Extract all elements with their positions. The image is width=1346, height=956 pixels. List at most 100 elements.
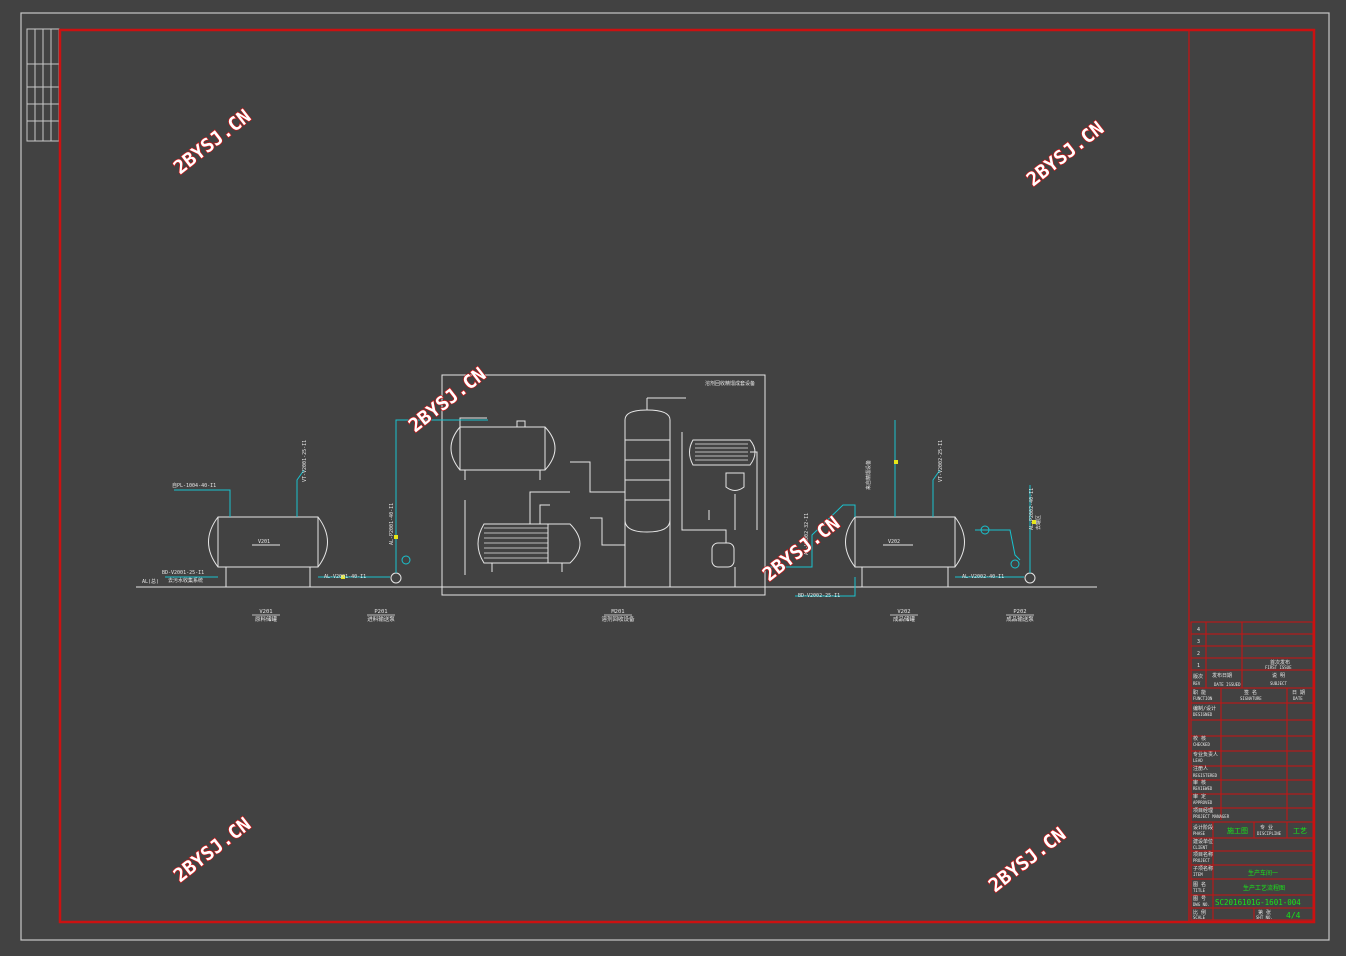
tag-v201: V201 [259, 609, 272, 615]
rev-row: 4 [1197, 627, 1200, 633]
equipment-tags: V201 原料储罐 P201 进料输送泵 M201 溶剂回收设备 V202 成品… [252, 609, 1034, 623]
function-en: FUNCTION [1193, 696, 1213, 701]
sheet-border [20, 12, 1330, 941]
left-drain-note: 去污水收集系统 [168, 577, 203, 584]
name-m201: 溶剂回收设备 [601, 615, 635, 623]
role-en: APPROVED [1193, 800, 1213, 805]
tank-right-inner-tag: V202 [888, 539, 900, 545]
right-side-label: 去罐区 [1035, 515, 1042, 530]
pump-p202 [1024, 572, 1036, 584]
dwg-cn: 图 号 [1193, 896, 1206, 902]
day-en: DATE [1293, 696, 1303, 701]
tank-v201 [208, 516, 328, 587]
left-vent-label: VT-V2001-25-I1 [302, 440, 308, 482]
skid-m201 [441, 374, 766, 596]
role-cn: 编制/设计 [1193, 705, 1216, 712]
left-outlet-label: AL-V2001-40-I1 [324, 574, 366, 580]
instruments [401, 525, 1020, 569]
role-cn: 审 核 [1193, 779, 1206, 786]
right-outlet-label: AL-V2002-40-I1 [962, 574, 1004, 580]
title-value: 生产工艺流程图 [1243, 884, 1285, 892]
name-p202: 成品输送泵 [1006, 615, 1034, 623]
name-v201: 原料储罐 [255, 615, 278, 623]
watermark: 2BYSJ.CN [1023, 117, 1109, 191]
date-en: DATE ISSUED [1214, 682, 1241, 687]
drawing-frame [58, 28, 1316, 924]
role-cn: 注册人 [1193, 765, 1208, 772]
discipline-cn: 专 业 [1260, 824, 1273, 831]
function-cn: 职 能 [1193, 689, 1206, 696]
instrument-flags [341, 460, 1036, 579]
name-v202: 成品储罐 [893, 615, 916, 623]
role-en: REGISTERED [1193, 773, 1218, 778]
left-side-label: AL(总) [142, 578, 159, 585]
project-en: PROJECT [1193, 858, 1210, 863]
title-block: 4 3 2 1 首次发布 FIRST ISSUE 版次 REV 发布日期 DAT… [1190, 621, 1314, 921]
signature-en: SIGNATURE [1240, 696, 1262, 701]
left-inlet-label: 自PL-1004-40-I1 [172, 482, 216, 489]
item-value: 生产车间一 [1248, 869, 1278, 877]
client-en: CLIENT [1193, 845, 1208, 850]
watermark: 2BYSJ.CN [170, 105, 256, 179]
item-en: ITEM [1193, 872, 1203, 877]
piping [165, 419, 1031, 597]
watermark: 2BYSJ.CN [405, 363, 491, 437]
rev-en: REV [1193, 681, 1201, 686]
project-cn: 项目名称 [1193, 851, 1213, 858]
discipline-en: DISCIPLINE [1257, 831, 1282, 836]
role-en: LEAD [1193, 758, 1203, 763]
corner-grid [26, 28, 60, 142]
role-en: PROJECT MANAGER [1193, 814, 1230, 819]
rev-row: 2 [1197, 651, 1200, 657]
tank-left-inner-tag: V201 [258, 539, 270, 545]
role-cn: 审 定 [1193, 793, 1206, 800]
item-cn: 子项名称 [1193, 865, 1213, 872]
discipline-value: 工艺 [1293, 827, 1307, 835]
tag-v202: V202 [897, 609, 910, 615]
sheet-value: 4/4 [1286, 911, 1301, 920]
tag-p202: P202 [1013, 609, 1026, 615]
skid-column [624, 409, 671, 533]
subject-cn: 说 明 [1272, 672, 1285, 679]
skid-vessel-upper [450, 426, 556, 471]
rev-row: 3 [1197, 639, 1200, 645]
right-drain-label: BD-V2002-25-I1 [798, 593, 840, 599]
tank-v202 [845, 516, 965, 587]
watermarks: 2BYSJ.CN 2BYSJ.CN 2BYSJ.CN 2BYSJ.CN 2BYS… [169, 105, 1109, 898]
right-inlet-label: AL-V2002-32-I1 [804, 513, 810, 555]
right-feed-label: AL-P2002-40-I1 [1029, 488, 1035, 530]
date-cn: 发布日期 [1212, 672, 1232, 679]
role-cn: 专业负责人 [1193, 751, 1218, 758]
scale-en: SCALE [1193, 915, 1206, 920]
process-diagram [136, 374, 1097, 596]
watermark: 2BYSJ.CN [759, 512, 845, 586]
role-cn: 项目经理 [1193, 807, 1213, 814]
day-cn: 日 期 [1292, 690, 1305, 696]
skid-small-exchanger [711, 542, 735, 568]
sheet-en: SHT NO. [1256, 915, 1273, 920]
role-en: REVIEWED [1193, 786, 1213, 791]
rev-row: 1 [1197, 663, 1200, 669]
subject-en: SUBJECT [1270, 681, 1287, 686]
dwg-en: DWG NO. [1193, 902, 1210, 907]
skid-condenser [689, 439, 756, 466]
role-en: CHECKED [1193, 742, 1210, 747]
pump-p201 [390, 572, 402, 584]
left-feed-label: AL-P2001-40-I1 [389, 503, 395, 545]
signature-cn: 签 名 [1244, 689, 1257, 696]
sheet-cn: 第 张 [1258, 909, 1271, 916]
role-en: DESIGNED [1193, 712, 1213, 717]
phase-value: 施工图 [1227, 826, 1248, 835]
name-p201: 进料输送泵 [367, 615, 395, 623]
role-cn: 校 核 [1193, 735, 1206, 742]
right-vent-label: VT-V2002-25-I1 [938, 440, 944, 482]
client-cn: 建设单位 [1193, 838, 1213, 845]
watermark: 2BYSJ.CN [985, 823, 1071, 897]
title-en: TITLE [1193, 888, 1206, 893]
left-drain-label: BD-V2001-25-I1 [162, 570, 204, 576]
rev-cn: 版次 [1193, 673, 1203, 680]
skid-note: 溶剂回收精馏成套设备 [705, 380, 755, 387]
title-cn: 图 名 [1193, 881, 1206, 888]
line-labels: 自PL-1004-40-I1 VT-V2001-25-I1 BD-V2001-2… [142, 380, 1042, 599]
